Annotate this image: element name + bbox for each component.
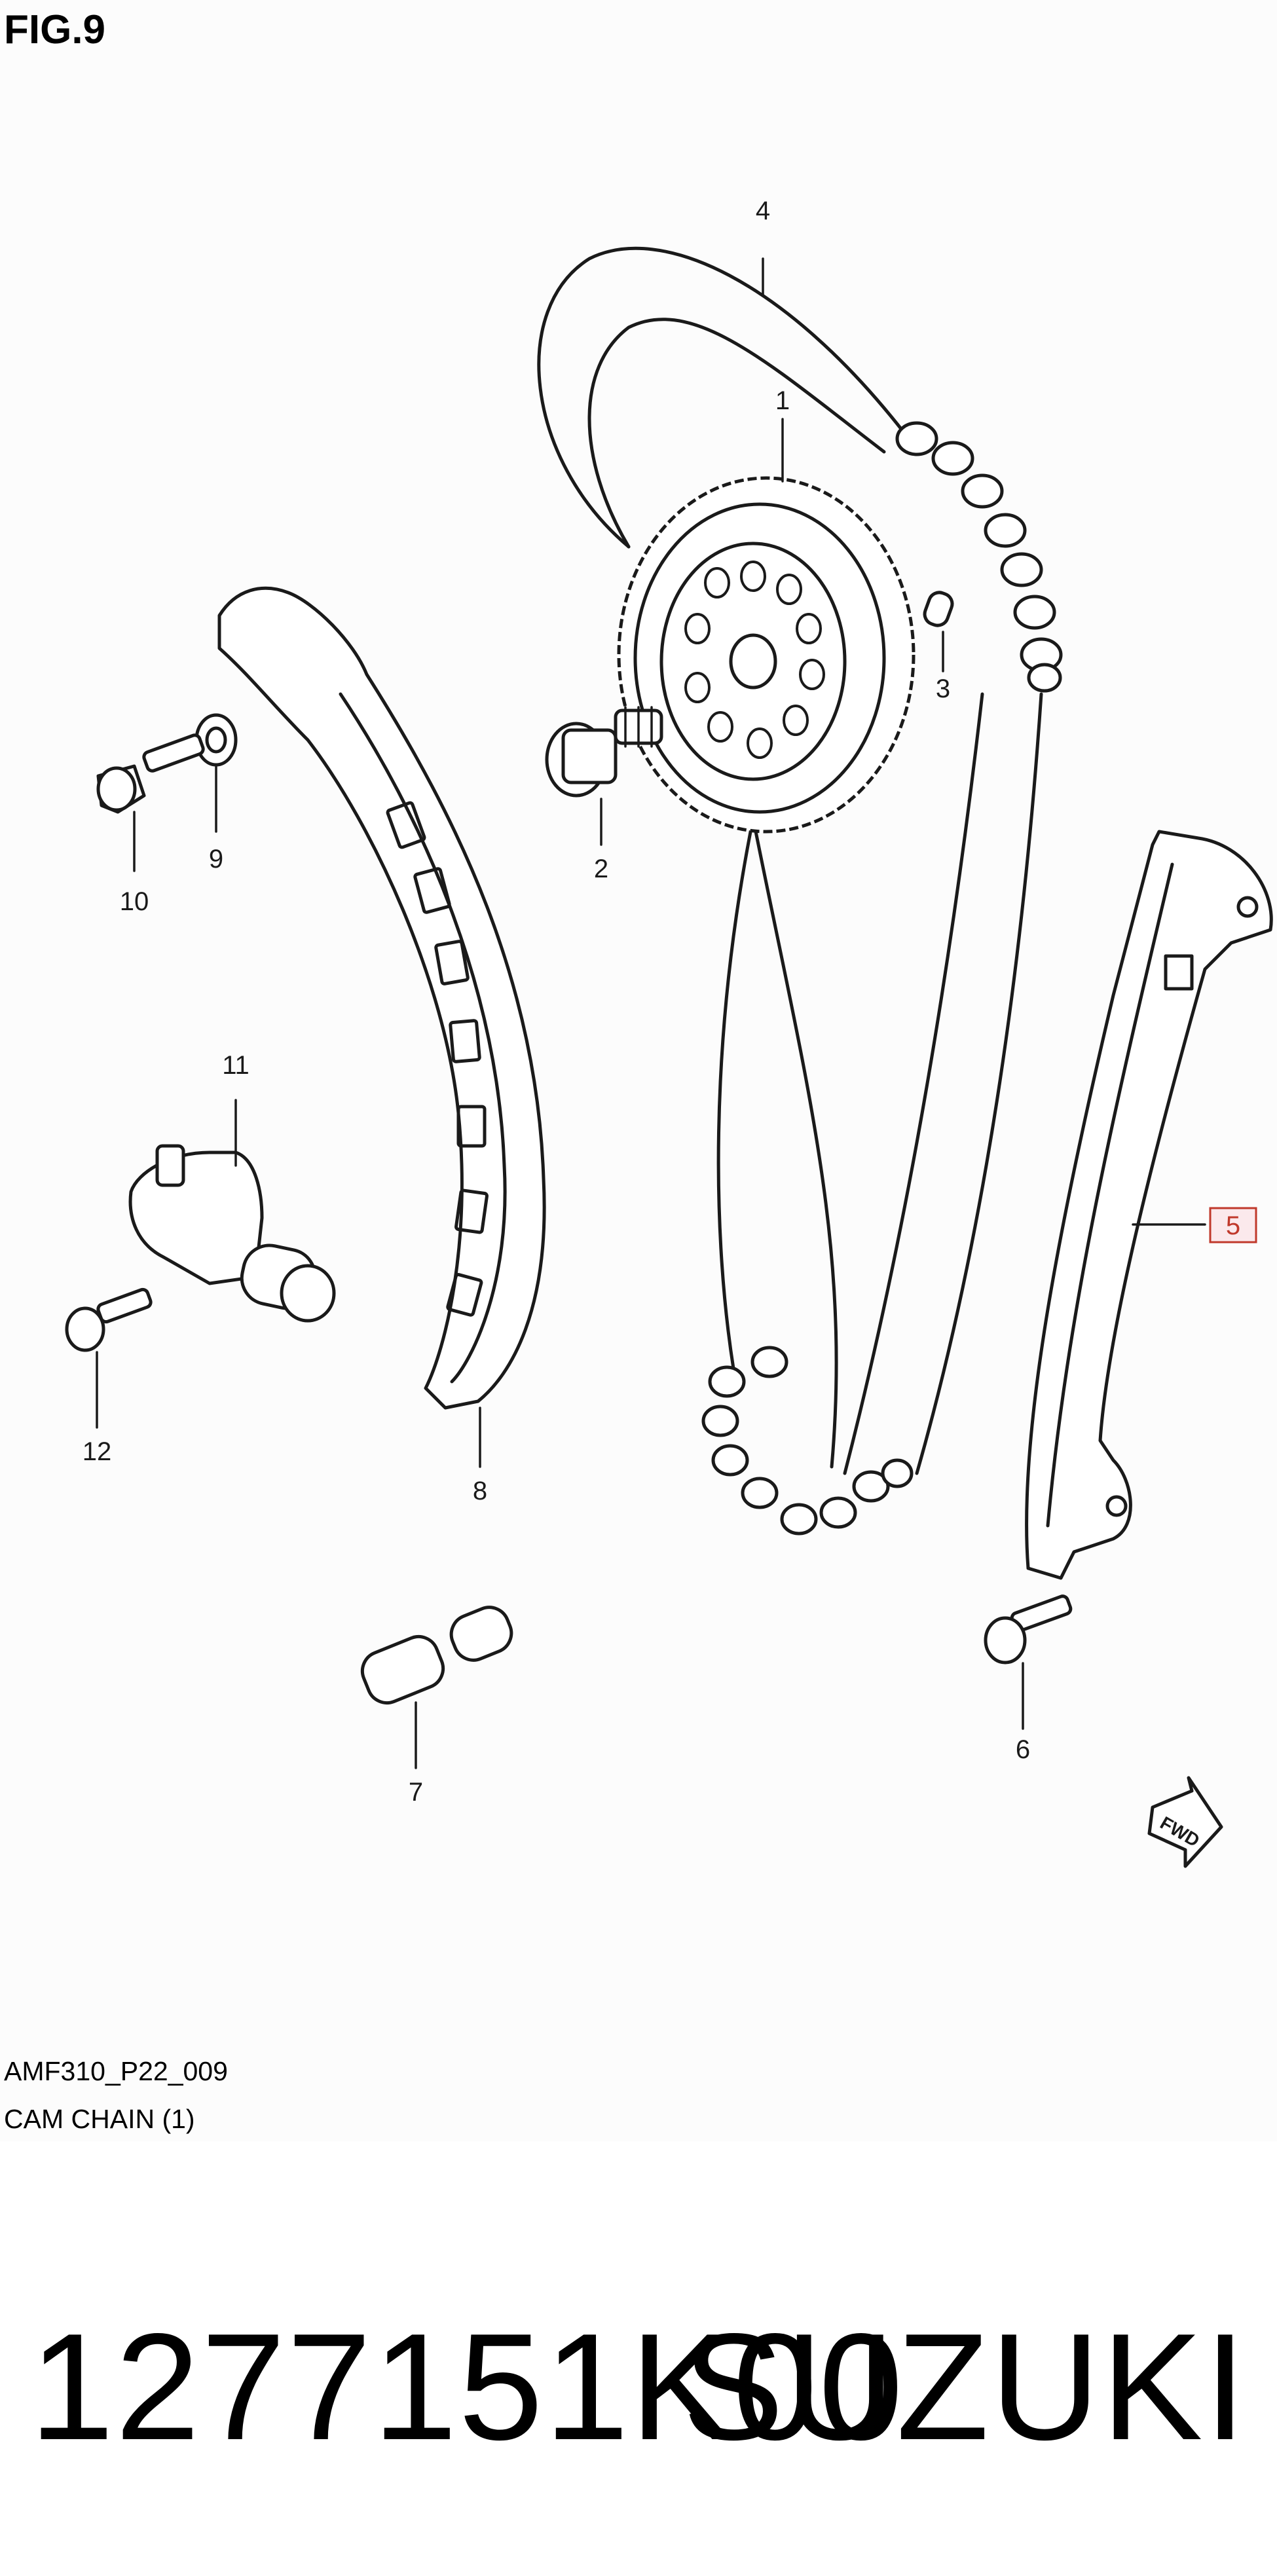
callout-7[interactable]: 7 xyxy=(409,1778,423,1807)
diagram-area: FIG.9 xyxy=(4,7,1273,2134)
callout-4[interactable]: 4 xyxy=(756,196,770,225)
part-1-cam-sprocket[interactable] xyxy=(617,418,916,834)
chain-links-lower xyxy=(701,1346,914,1536)
fwd-arrow-icon: FWD xyxy=(1147,1776,1223,1868)
callout-1[interactable]: 1 xyxy=(775,386,790,415)
callout-2[interactable]: 2 xyxy=(594,855,608,883)
part-4-cam-chain[interactable] xyxy=(537,246,1063,1536)
callout-5-highlight-box xyxy=(1209,1207,1257,1243)
callout-6[interactable]: 6 xyxy=(1016,1735,1030,1764)
part-12-bolt[interactable] xyxy=(65,1287,153,1429)
callout-9[interactable]: 9 xyxy=(209,845,223,874)
part-6-bolt[interactable] xyxy=(984,1594,1073,1730)
drawing-caption: CAM CHAIN (1) xyxy=(4,2104,195,2134)
chain-links-upper xyxy=(895,421,1063,693)
part-8-chain-tensioner-guide[interactable] xyxy=(217,587,546,1468)
callout-5[interactable]: 5 xyxy=(1226,1211,1240,1240)
callout-10[interactable]: 10 xyxy=(120,887,149,916)
callout-labels: 1 2 3 4 5 6 7 8 9 10 11 12 xyxy=(83,196,1257,1807)
part-11-tensioner-adjuster[interactable] xyxy=(128,1099,336,1323)
part-9-washer[interactable] xyxy=(194,713,238,833)
brand-name: SUZUKI xyxy=(682,2302,1248,2472)
part-3-dowel-pin[interactable] xyxy=(922,589,955,672)
part-2-bolt[interactable] xyxy=(545,706,663,846)
figure-title: FIG.9 xyxy=(4,7,106,52)
callout-12[interactable]: 12 xyxy=(83,1437,112,1466)
part-5-chain-guide[interactable] xyxy=(1025,830,1273,1580)
exploded-parts-drawing: FWD 1 2 3 4 5 6 7 8 9 10 11 12 xyxy=(65,196,1273,1868)
callout-3[interactable]: 3 xyxy=(936,674,950,703)
callout-8[interactable]: 8 xyxy=(473,1477,487,1505)
drawing-reference-code: AMF310_P22_009 xyxy=(4,2056,228,2086)
part-number: 1277151K00 xyxy=(29,2302,904,2472)
part-10-bolt[interactable] xyxy=(96,733,205,872)
part-7-pin[interactable] xyxy=(356,1602,517,1769)
callout-11[interactable]: 11 xyxy=(222,1051,250,1080)
